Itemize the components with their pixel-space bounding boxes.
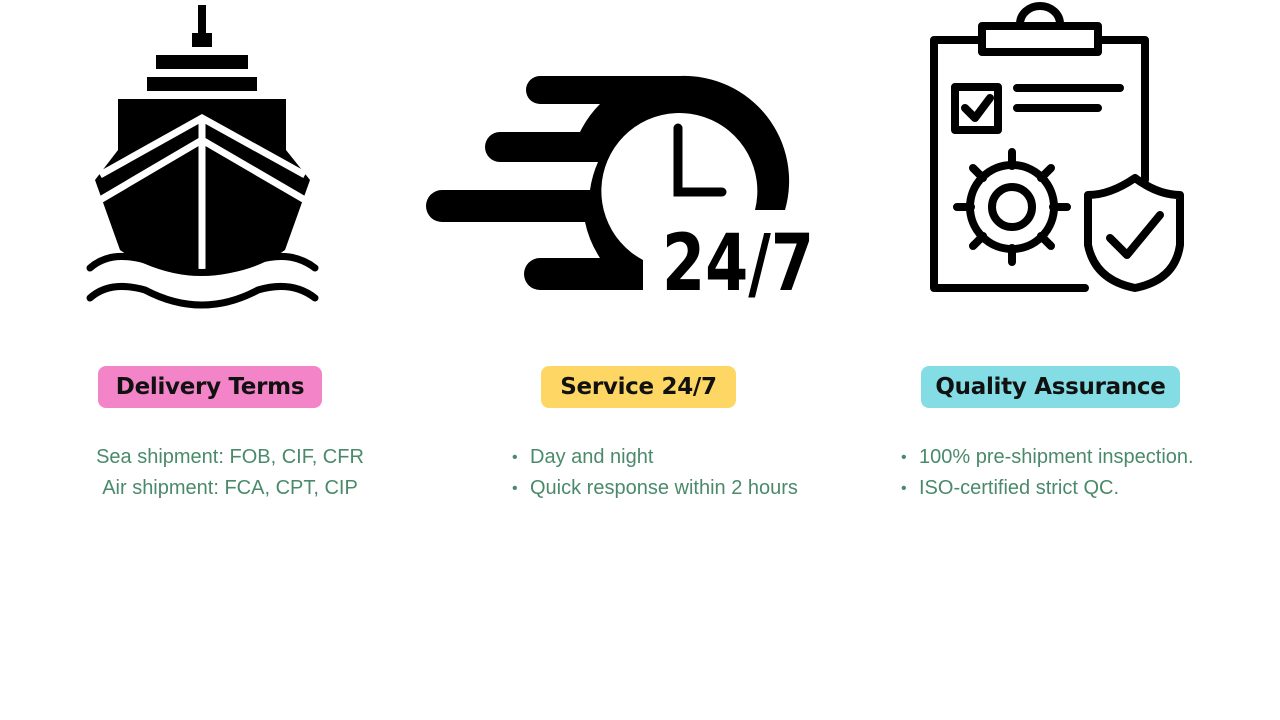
service-list: Day and night Quick response within 2 ho… [512,442,832,504]
delivery-line: Air shipment: FCA, CPT, CIP [102,477,358,499]
list-item: Day and night [512,442,832,473]
clipboard-quality-icon [930,2,1184,292]
quality-list: 100% pre-shipment inspection. ISO-certif… [901,442,1231,504]
service-heading: Service 24/7 [541,366,736,408]
delivery-line: Sea shipment: FOB, CIF, CFR [96,446,364,468]
list-item: ISO-certified strict QC. [901,473,1231,504]
delivery-terms-text: Sea shipment: FOB, CIF, CFR Air shipment… [80,442,380,504]
svg-text:24/7: 24/7 [662,219,814,300]
delivery-terms-heading: Delivery Terms [98,366,322,408]
quality-assurance-heading: Quality Assurance [921,366,1180,408]
list-item: Quick response within 2 hours [512,473,832,504]
list-item: 100% pre-shipment inspection. [901,442,1231,473]
ship-icon [86,5,319,309]
clock-24-7-icon: 24/7 [426,75,814,300]
